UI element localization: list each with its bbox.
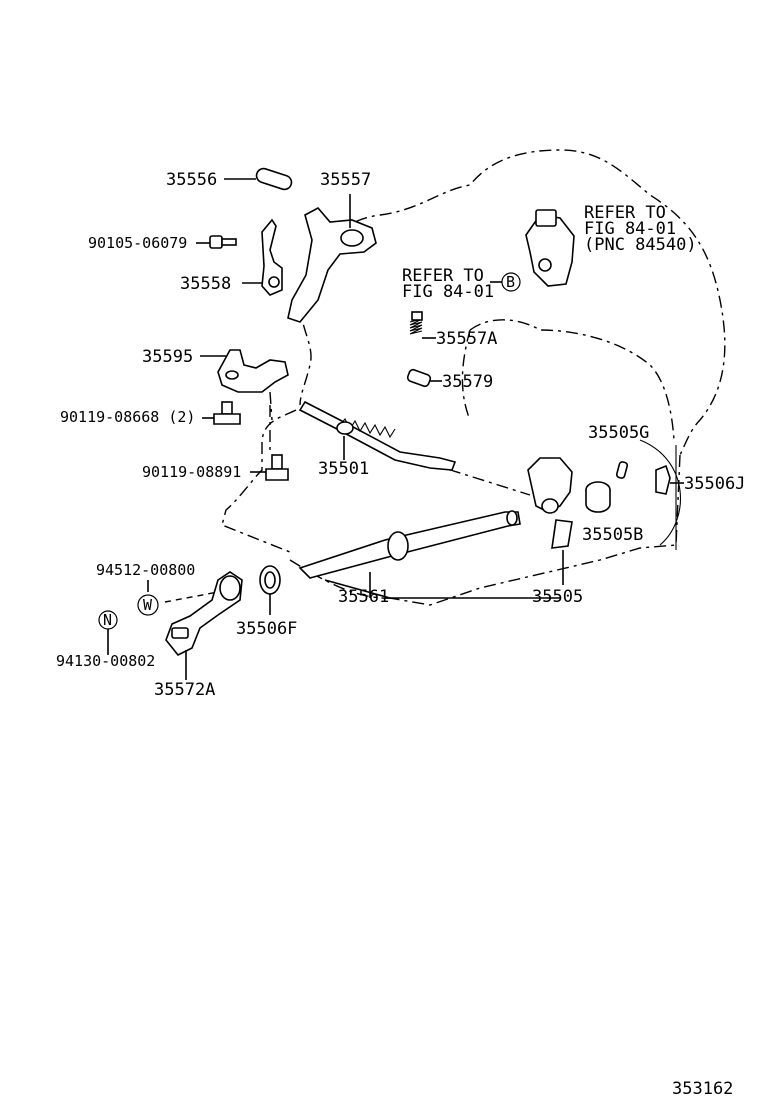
callout-n: N <box>98 610 118 630</box>
label-35572A: 35572A <box>154 680 215 700</box>
label-35557: 35557 <box>320 170 371 190</box>
label-94512-00800: 94512-00800 <box>96 561 195 579</box>
label-35505G: 35505G <box>588 423 649 443</box>
refer-lower: REFER TO FIG 84-01 <box>402 266 494 302</box>
label-35505B: 35505B <box>582 525 643 545</box>
spring-35558 <box>242 218 283 296</box>
svg-text:FIG 84-01: FIG 84-01 <box>584 219 676 239</box>
lever-35572A <box>164 571 243 680</box>
svg-text:FIG 84-01: FIG 84-01 <box>402 282 494 302</box>
label-35505: 35505 <box>532 587 583 607</box>
callout-w: W <box>137 594 159 616</box>
callout-b: B <box>501 272 521 292</box>
label-90105-06079: 90105-06079 <box>88 234 187 252</box>
collar-35505B <box>585 481 611 513</box>
label-35557A: 35557A <box>436 329 497 349</box>
svg-text:B: B <box>506 273 515 291</box>
refer-upper: REFER TO FIG 84-01 (PNC 84540) <box>584 203 697 255</box>
label-35595: 35595 <box>142 347 193 367</box>
lever-35505 <box>527 457 573 585</box>
svg-text:REFER TO: REFER TO <box>584 203 666 223</box>
label-90119-08668: 90119-08668 (2) <box>60 408 195 426</box>
bolt-90105-06079 <box>196 235 237 249</box>
leader-lines <box>107 281 502 655</box>
spring-35557A <box>409 311 436 339</box>
bracket-35595 <box>200 349 289 421</box>
label-94130-00802: 94130-00802 <box>56 652 155 670</box>
part-labels: 35556 35557 90105-06079 35558 35557A 355… <box>56 170 745 700</box>
label-90119-08891: 90119-08891 <box>142 463 241 481</box>
label-35561: 35561 <box>338 587 389 607</box>
svg-text:N: N <box>103 611 112 629</box>
label-35501: 35501 <box>318 459 369 479</box>
label-35558: 35558 <box>180 274 231 294</box>
figure-number: 353162 <box>672 1079 733 1099</box>
shaft-35561 <box>298 510 560 599</box>
plug-35579 <box>406 368 442 388</box>
seal-35506F <box>259 565 281 615</box>
pin-35505G <box>615 461 629 479</box>
svg-text:REFER TO: REFER TO <box>402 266 484 286</box>
neutral-switch <box>525 209 575 287</box>
bolt-90119-08668 <box>202 401 241 425</box>
clip-35506J <box>655 464 684 495</box>
lever-35557 <box>287 194 377 323</box>
pin-35556 <box>224 167 293 191</box>
svg-text:(PNC 84540): (PNC 84540) <box>584 235 697 255</box>
rod-35501 <box>298 400 457 471</box>
svg-text:W: W <box>143 596 153 614</box>
bolt-90119-08891 <box>250 454 289 481</box>
label-35506F: 35506F <box>236 619 297 639</box>
label-35556: 35556 <box>166 170 217 190</box>
label-35579: 35579 <box>442 372 493 392</box>
label-35506J: 35506J <box>684 474 745 494</box>
